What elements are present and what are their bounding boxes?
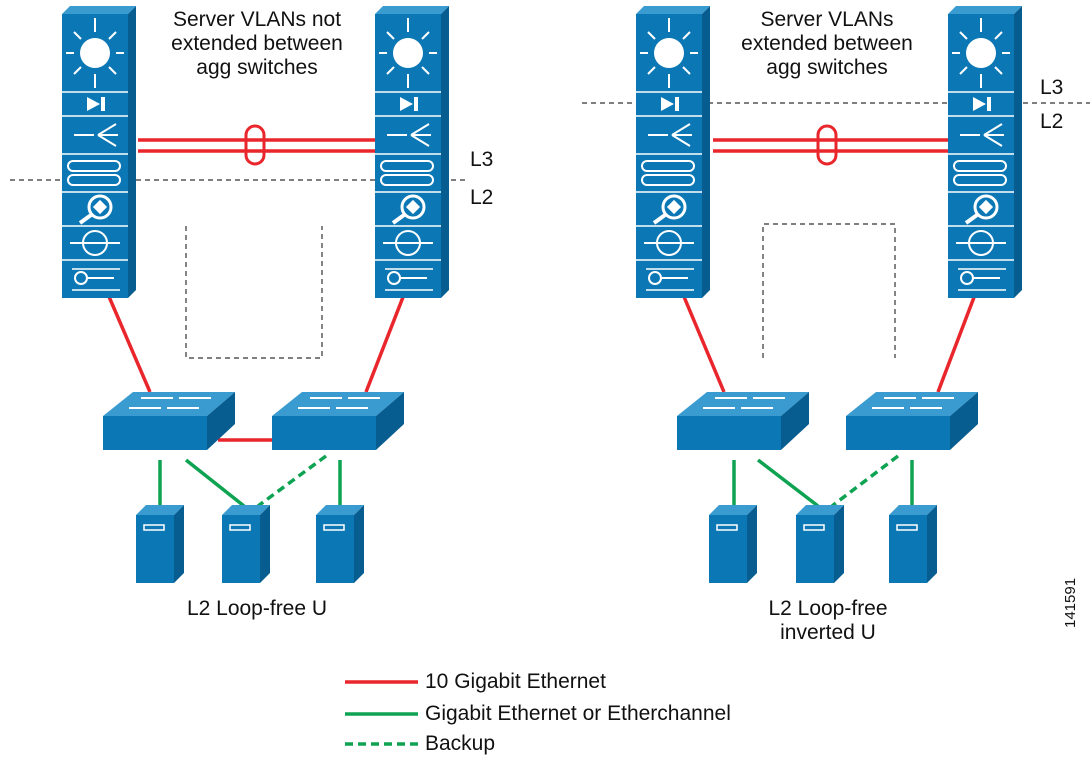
agg-switch [373, 4, 451, 300]
legend-label-10g: 10 Gigabit Ethernet [425, 670, 606, 693]
link-backup [830, 454, 900, 508]
right-l2-label: L2 [1040, 110, 1064, 133]
right-l3-label: L3 [1040, 76, 1064, 99]
right-caption-line: inverted U [780, 621, 876, 644]
left-title-line: extended between [171, 32, 343, 55]
vlan-boundary [185, 226, 323, 359]
right-title-line: extended between [741, 32, 913, 55]
left-title-line: Server VLANs not [172, 8, 342, 31]
agg-switch [946, 4, 1024, 300]
server [135, 504, 185, 584]
vlan-boundary [762, 223, 896, 358]
link-1g [756, 458, 820, 508]
access-switch [845, 391, 979, 451]
server [315, 504, 365, 584]
link-10g [680, 291, 726, 393]
server [888, 504, 938, 584]
right-caption-line: L2 Loop-free [768, 597, 888, 620]
server [795, 504, 845, 584]
access-switch [102, 391, 236, 451]
etherchannel-oval [244, 124, 266, 166]
legend-label-backup: Backup [425, 732, 496, 755]
left-l2-label: L2 [470, 186, 494, 209]
left-title-line: agg switches [196, 56, 318, 79]
figure-id: 141591 [1062, 577, 1079, 628]
server [221, 504, 271, 584]
legend-label-1g: Gigabit Ethernet or Etherchannel [425, 702, 731, 725]
link-10g [936, 291, 978, 393]
legend-swatches [345, 680, 418, 746]
left-title: Server VLANs not extended between agg sw… [148, 8, 366, 80]
etherchannel-oval [816, 124, 838, 166]
link-backup [256, 454, 328, 508]
left-panel [10, 4, 465, 584]
right-title-line: Server VLANs [760, 8, 894, 31]
agg-switch [634, 4, 712, 300]
right-panel [582, 4, 1090, 584]
agg-switch [60, 4, 138, 300]
right-title: Server VLANs extended between agg switch… [718, 8, 936, 80]
link-10g [105, 291, 152, 393]
right-caption: L2 Loop-free inverted U [728, 597, 928, 645]
access-switch [676, 391, 810, 451]
server [708, 504, 758, 584]
access-switch [271, 391, 405, 451]
left-l3-label: L3 [470, 148, 494, 171]
link-10g [364, 291, 407, 393]
right-title-line: agg switches [766, 56, 888, 79]
left-caption: L2 Loop-free U [148, 597, 366, 621]
link-1g [184, 458, 246, 508]
left-caption-line: L2 Loop-free U [186, 597, 328, 620]
